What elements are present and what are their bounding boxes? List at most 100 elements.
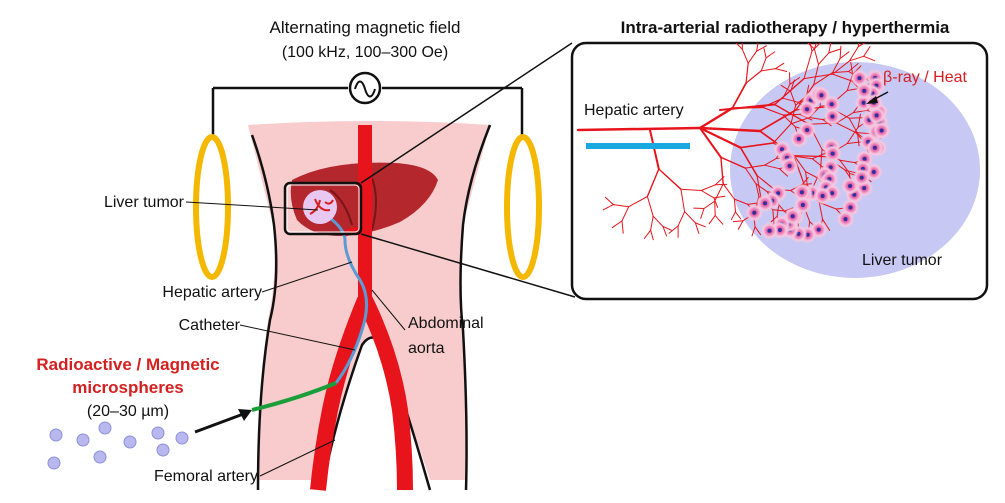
vessel-branch <box>576 126 702 132</box>
vessel-branch <box>602 204 614 211</box>
vessel-branch <box>735 211 742 220</box>
microsphere-dot <box>819 93 824 98</box>
vessel-branch <box>857 43 860 48</box>
vessel-branch <box>698 106 734 130</box>
vessel-branch <box>782 97 799 103</box>
vessel-branch <box>649 129 660 170</box>
beta-heat-label: β-ray / Heat <box>883 69 967 86</box>
hotspots <box>745 69 891 244</box>
inset-title: Intra-arterial radiotherapy / hypertherm… <box>621 18 950 37</box>
vessel-branch <box>828 48 841 54</box>
vessel-branch <box>832 73 853 82</box>
vessel-branch <box>628 196 648 208</box>
vessel-branch <box>760 68 776 72</box>
microsphere-dot <box>862 186 867 191</box>
vessel-branch <box>774 77 805 106</box>
vessel-branch <box>789 77 801 85</box>
vessel-branch <box>790 117 811 125</box>
vessel-branch <box>839 159 851 174</box>
microspheres-size: (20–30 µm) <box>87 403 169 420</box>
vessel-branch <box>733 43 743 50</box>
microsphere-dot <box>848 205 853 210</box>
vessel-branch <box>739 146 758 177</box>
vessel-branch <box>755 183 760 197</box>
liver-tumor-label: Liver tumor <box>104 194 185 211</box>
microsphere-dot <box>830 151 835 156</box>
microsphere-dot <box>862 156 867 161</box>
vessel-branch <box>652 215 664 227</box>
catheter-label: Catheter <box>179 317 241 334</box>
vessel-branch <box>790 90 797 106</box>
microsphere-dot <box>820 194 825 198</box>
left-coil <box>193 134 231 280</box>
vessel-branch <box>756 43 759 52</box>
vessel-branch <box>741 48 749 64</box>
vessel-branch <box>668 225 679 234</box>
microspheres-title-1: Radioactive / Magnetic <box>36 355 219 374</box>
inset-panel <box>570 11 989 301</box>
vessel-branch <box>857 113 861 128</box>
vessel-branch <box>863 46 871 57</box>
vessel-branch <box>698 126 742 149</box>
vessel-branch <box>780 84 792 92</box>
vessel-branch <box>756 174 775 190</box>
vessel-branch <box>755 183 768 193</box>
vessel-branch <box>846 126 859 144</box>
vessel-branch <box>774 103 810 126</box>
vessel-branch <box>751 226 756 237</box>
vessel-branch <box>828 43 832 54</box>
microspheres-title-2: microspheres <box>72 378 184 397</box>
vessel-branch <box>680 188 686 213</box>
vessel-branch <box>646 168 660 198</box>
vessel-branch <box>700 190 715 199</box>
inset-liver-tumor-label: Liver tumor <box>862 252 943 269</box>
vessel-branch <box>813 48 819 65</box>
microsphere-dot <box>857 76 862 81</box>
vessel-branch <box>720 156 724 185</box>
vessel-branch <box>699 127 722 159</box>
vessel-branch <box>698 126 762 133</box>
microsphere-dot <box>859 175 864 180</box>
vessel-branch <box>744 167 757 185</box>
vessel-branch <box>604 196 614 206</box>
microsphere-dot <box>796 136 801 141</box>
vessel-branch <box>715 176 725 186</box>
vessel-branch <box>863 55 876 62</box>
vessel-branch <box>732 220 744 223</box>
field-params: (100 kHz, 100–300 Oe) <box>282 44 448 61</box>
vessel-branch <box>772 209 786 212</box>
vessel-branch <box>650 229 654 241</box>
vessel-branch <box>803 50 813 80</box>
vessel-branch <box>677 211 686 227</box>
vessel-branch <box>621 206 630 222</box>
microsphere-dot <box>861 100 866 105</box>
vessel-branch <box>818 202 823 220</box>
vessel-branch <box>713 195 726 199</box>
vessel-branch <box>832 58 841 74</box>
vessel-branch <box>850 61 854 75</box>
vessel-branch <box>775 62 785 70</box>
microsphere-dot <box>848 184 853 188</box>
microsphere-dot <box>799 190 804 195</box>
vessel-branch <box>662 226 668 237</box>
vessel-branch <box>612 204 630 208</box>
vessel-branch <box>684 211 696 224</box>
microsphere-dot <box>829 102 834 107</box>
vessel-branch <box>849 46 859 62</box>
microsphere-dot <box>777 228 782 232</box>
vessel-branch <box>737 220 744 230</box>
vessel-branch <box>764 157 777 166</box>
vessel-branch <box>714 215 724 225</box>
vessel-branch <box>764 164 780 170</box>
femoral-artery-label: Femoral artery <box>154 468 258 485</box>
abdominal-aorta-label-1: Abdominal <box>408 315 484 332</box>
vessel-branch <box>733 198 736 213</box>
vessel-branch <box>761 106 784 116</box>
vessel-branch <box>731 82 747 109</box>
vessel-branch <box>739 142 775 149</box>
microsphere-dot <box>790 214 795 219</box>
vessel-branch <box>722 183 735 200</box>
microsphere-dot <box>800 203 805 207</box>
vessel-branch <box>787 11 798 16</box>
